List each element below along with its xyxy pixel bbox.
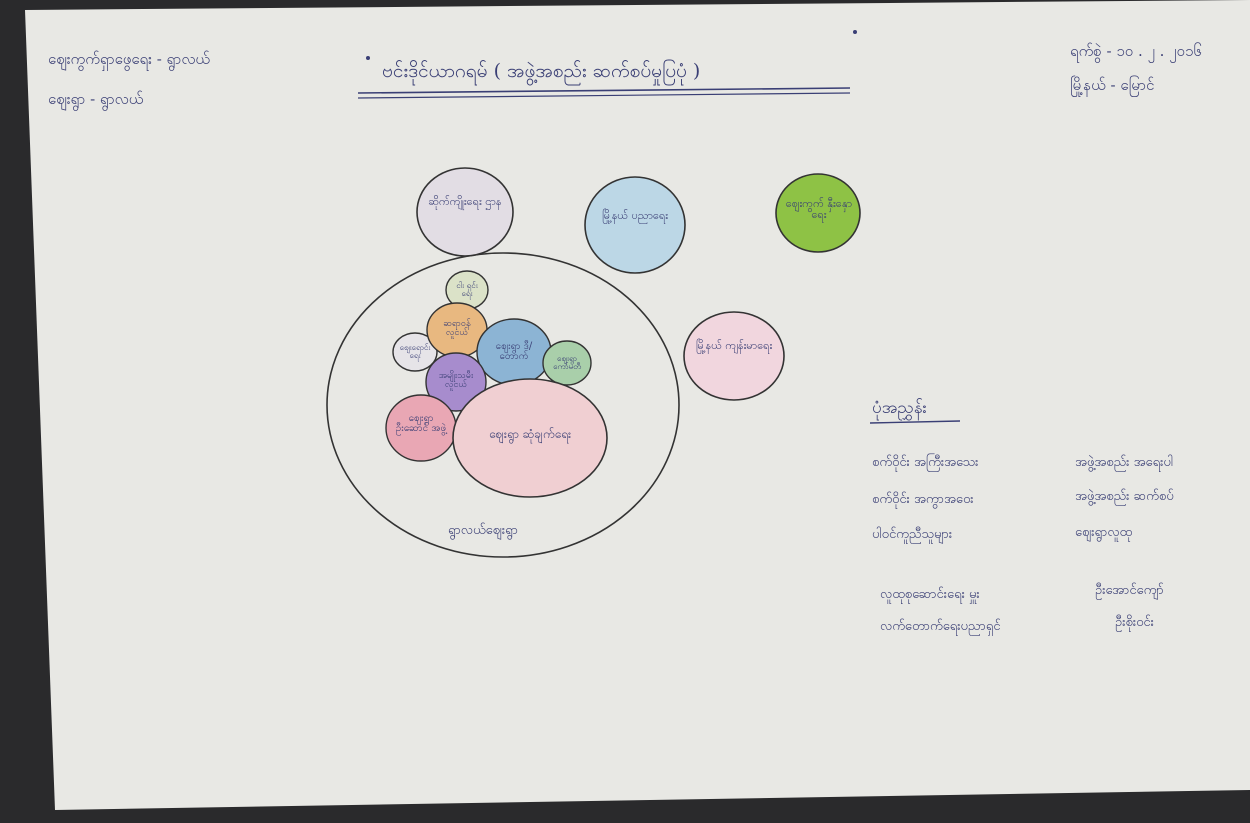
- legend-row-2-left: စက်ဝိုင်း အကွာအဝေး: [872, 492, 974, 507]
- circle-top3: [775, 173, 861, 253]
- legend-row-5-right: ဦးစိုးဝင်း: [1115, 615, 1154, 630]
- ink-dot-2: [853, 30, 857, 34]
- circle-green-small: [542, 340, 592, 386]
- label-top2: မြို့နယ် ပညာရေး: [601, 209, 669, 222]
- circle-top2: [584, 176, 686, 274]
- legend-underline: [869, 420, 961, 424]
- paper-sheet: [25, 0, 1250, 810]
- legend-heading: ပုံအညွှန်း: [872, 398, 927, 418]
- label-right: မြို့နယ် ကျန်းမာရေး: [695, 339, 773, 352]
- label-blue: ဈေးရွာ ဒီ/တောက်: [495, 341, 533, 362]
- label-pink-big: ဈေးရွာ ဆုံချက်ရေး: [488, 427, 572, 441]
- outer-village-circle: [326, 252, 680, 558]
- legend-row-2-right: အဖွဲ့အစည်း ဆက်စပ်: [1075, 489, 1174, 504]
- label-outer-village: ရွာလယ်ဈေးရွာ: [448, 523, 518, 538]
- label-top3: ဈေးကွက် နှီးနှောရေး: [785, 197, 853, 221]
- header-right-line2: မြို့နယ် - မြောင်: [1070, 76, 1155, 94]
- header-left-line1: ဈေးကွက်ရှာဖွေရေး - ရွာလယ်: [48, 50, 210, 68]
- header-right-line1: ရက်စွဲ - ၁၀ . ၂ . ၂၀၁၆: [1070, 42, 1202, 60]
- legend-row-1-right: အဖွဲ့အစည်း အရေးပါ: [1075, 455, 1174, 470]
- legend-row-4-left: လူထုစုဆောင်းရေး မှူး: [880, 587, 980, 602]
- label-green-small: ဈေးရွာ ကော်မတီ: [553, 354, 581, 371]
- circle-pink-big: [452, 378, 608, 498]
- legend-row-1-left: စက်ဝိုင်း အကြီးအသေး: [872, 455, 979, 470]
- circle-purple: [425, 352, 487, 412]
- legend-row-3-right: ဈေးရွာလူထု: [1075, 525, 1133, 540]
- title-underline-2: [357, 92, 851, 99]
- legend-row-4-right: ဦးအောင်ကျော်: [1095, 583, 1164, 598]
- circle-small-left: [392, 332, 438, 372]
- label-top1: ဆိုက်ကျိုးရေး ဌာန: [428, 195, 502, 208]
- label-tiny: ငါး ရှင်း ရေး: [456, 281, 478, 298]
- legend-row-3-left: ပါဝင်ကူညီသူများ: [872, 527, 953, 542]
- ink-dot-1: [366, 56, 370, 60]
- label-pink-left: ဈေးရွာ ဦးဆောင် အဖွဲ့: [395, 413, 447, 434]
- label-small-left: ဈေးရောင်း ရေး: [399, 343, 431, 360]
- label-orange: ဆရာဝန် လူငယ်: [443, 319, 471, 338]
- page-title: ဗင်းဒိုင်ယာဂရမ် ( အဖွဲ့အစည်း ဆက်စပ်မှုပြ…: [382, 60, 701, 82]
- legend-row-5-left: လက်တောက်ရေးပညာရှင်: [880, 619, 1001, 634]
- label-purple: အမျိုးသမီး လူငယ်: [438, 371, 474, 390]
- header-left-line2: ဈေးရွာ - ရွာလယ်: [48, 90, 144, 108]
- circle-right: [683, 311, 785, 401]
- circle-top1: [416, 167, 514, 257]
- title-underline: [357, 87, 851, 94]
